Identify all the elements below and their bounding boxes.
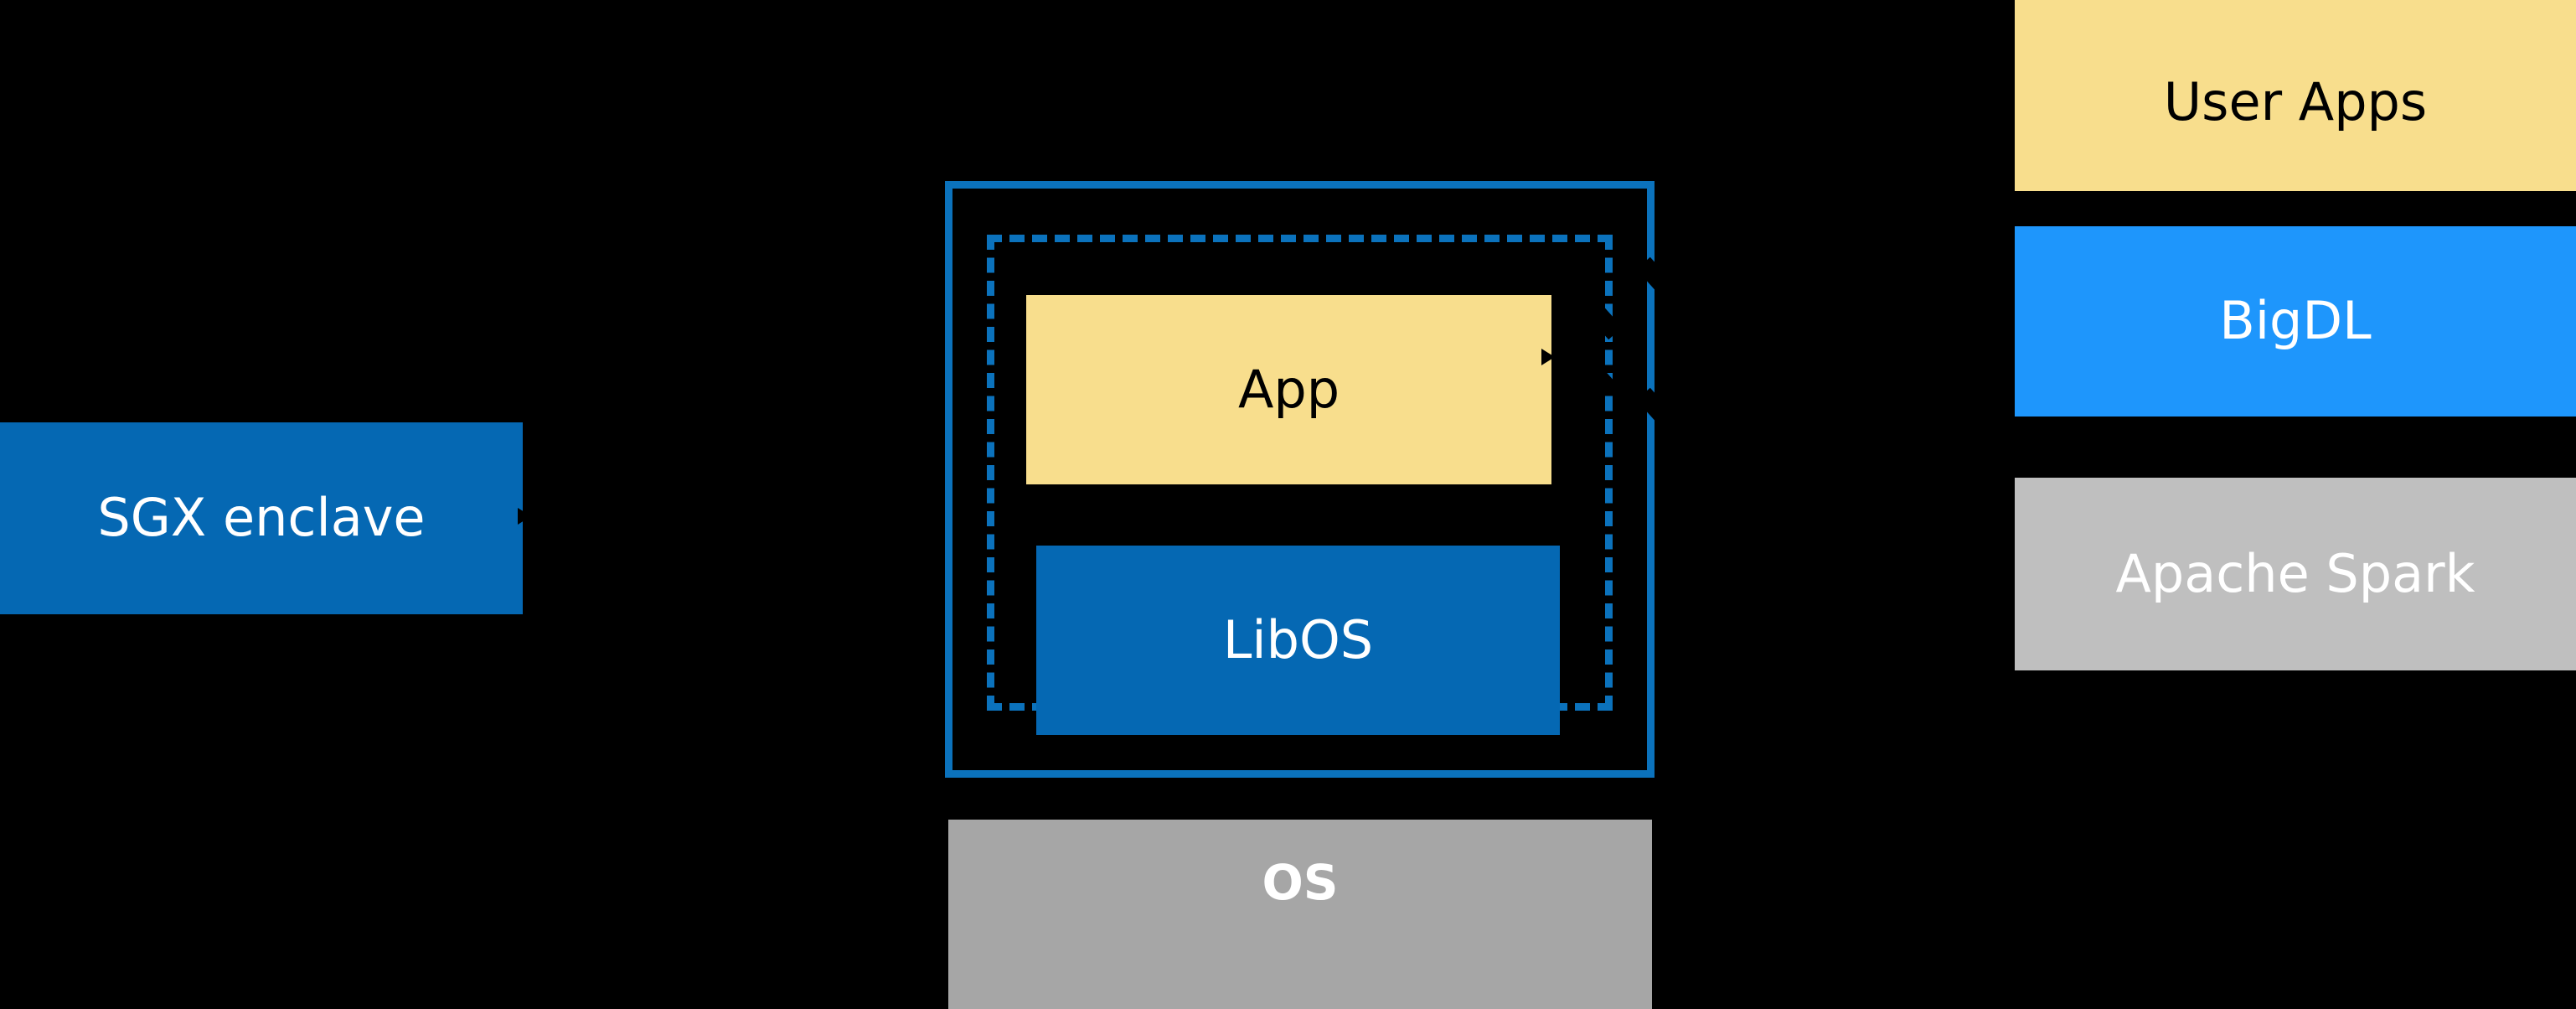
user-apps-label: User Apps [2163,70,2428,132]
app-box: App [1026,295,1551,484]
libos-label: LibOS [1222,608,1374,670]
apache-spark-label: Apache Spark [2115,542,2475,604]
bigdl-box: BigDL [2015,226,2576,417]
os-box: OS [948,820,1652,1009]
bigdl-label: BigDL [2219,290,2372,352]
user-apps-box: User Apps [2015,0,2576,191]
os-label: OS [1262,854,1339,911]
app-to-user-apps-arrowhead-icon [1541,349,1555,365]
libos-box: LibOS [1036,546,1560,735]
sgx-enclave-label: SGX enclave [97,487,426,549]
app-label: App [1237,358,1340,420]
enclave-outer-frame [945,181,1655,778]
sgx-enclave-box: SGX enclave [0,422,523,614]
sgx-to-enclave-arrowhead-icon [518,508,531,525]
apache-spark-box: Apache Spark [2015,478,2576,670]
